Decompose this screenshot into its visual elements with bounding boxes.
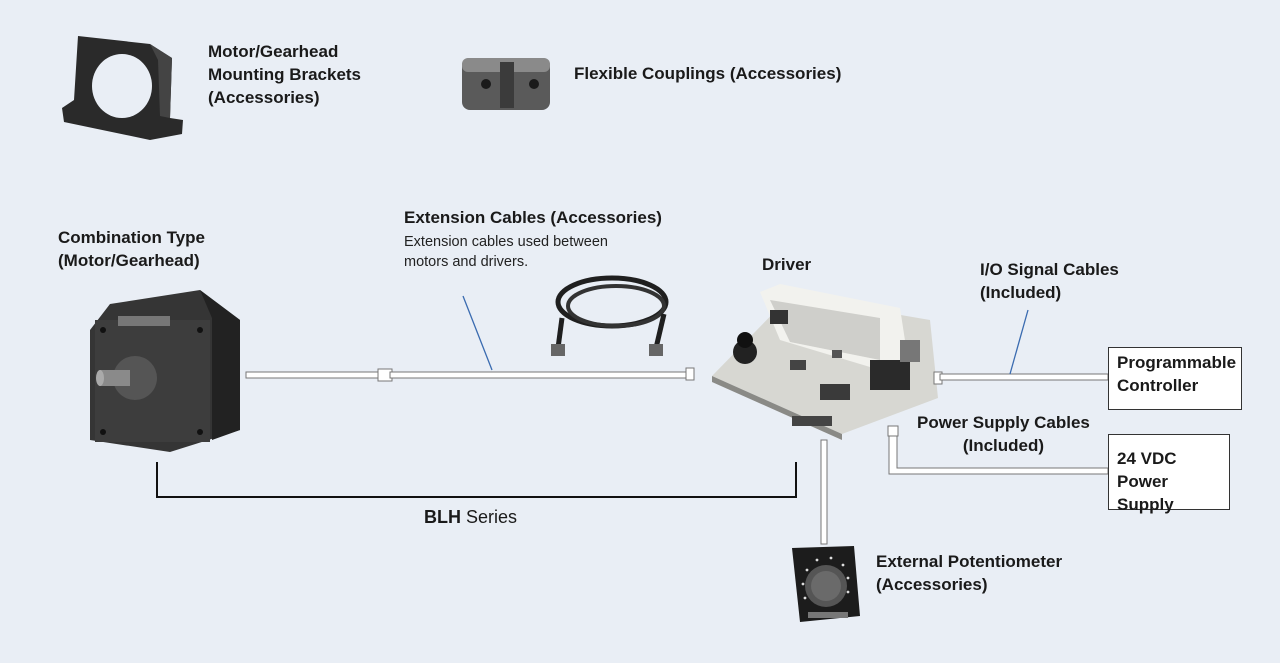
driver-image bbox=[712, 284, 938, 440]
mounting-bracket-image bbox=[62, 36, 183, 140]
driver-label: Driver bbox=[762, 255, 812, 274]
blh-series-label: BLH Series bbox=[424, 507, 518, 527]
extension-cables-label: Extension Cables (Accessories) bbox=[404, 208, 662, 227]
power-supply-cables-label: Power Supply Cables(Included) bbox=[917, 413, 1090, 455]
io-signal-cables-label: I/O Signal Cables(Included) bbox=[980, 260, 1119, 302]
io-signal-cable bbox=[933, 371, 1109, 385]
flexible-couplings-label: Flexible Couplings (Accessories) bbox=[574, 64, 842, 83]
extension-cable-image bbox=[551, 275, 669, 356]
potentiometer-image bbox=[792, 546, 860, 622]
flexible-coupling-image bbox=[462, 58, 550, 110]
potentiometer-cable bbox=[820, 439, 828, 545]
motor-gearhead-image bbox=[90, 290, 240, 452]
motor-cable bbox=[245, 367, 695, 382]
combination-type-label: Combination Type(Motor/Gearhead) bbox=[58, 228, 206, 270]
blh-series-bracket bbox=[156, 462, 797, 498]
external-potentiometer-label: External Potentiometer(Accessories) bbox=[876, 552, 1063, 594]
